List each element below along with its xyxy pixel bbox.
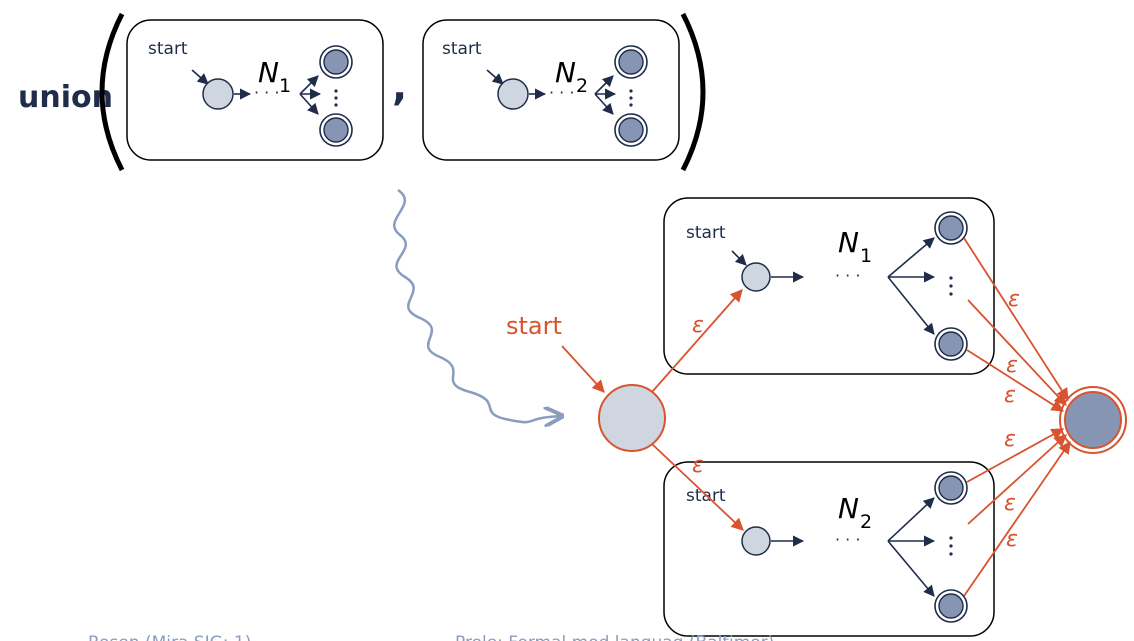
right-parenthesis <box>680 12 706 172</box>
nfa-label-base: N <box>258 56 279 89</box>
ellipsis: · · · <box>835 530 860 549</box>
final-state <box>938 215 964 241</box>
vertical-dot <box>949 536 953 540</box>
epsilon-transition <box>967 434 1067 525</box>
nfa-label-sub: 1 <box>860 245 872 267</box>
nfa-n1-result: start · · · N 1 <box>663 197 995 375</box>
epsilon-label: ε <box>1008 287 1020 312</box>
final-state <box>618 49 644 75</box>
nfa-label-base: N <box>555 56 576 89</box>
epsilon-transition <box>966 428 1065 483</box>
left-parenthesis <box>99 12 125 172</box>
epsilon-label: ε <box>1006 527 1018 552</box>
start-arrow <box>731 250 747 266</box>
start-label: start <box>442 39 482 59</box>
transition-arrow <box>887 237 935 278</box>
initial-state <box>741 526 771 556</box>
vertical-dot <box>949 552 953 556</box>
final-state <box>938 475 964 501</box>
final-state <box>323 117 349 143</box>
nfa-box <box>126 19 384 161</box>
vertical-dot <box>629 89 633 93</box>
new-initial-state <box>598 384 666 452</box>
epsilon-label: ε <box>1004 427 1016 452</box>
vertical-dot <box>949 276 953 280</box>
comma-separator: , <box>392 64 407 110</box>
epsilon-transition <box>963 237 1069 402</box>
new-final-state <box>1064 391 1122 449</box>
epsilon-transition <box>966 349 1065 412</box>
vertical-dot <box>949 544 953 548</box>
epsilon-label: ε <box>1006 353 1018 378</box>
final-state <box>323 49 349 75</box>
start-arrow <box>486 69 504 85</box>
transition-arrow <box>887 540 935 597</box>
leads-to-squiggle-arrow <box>392 188 562 422</box>
transition-arrow <box>299 93 319 115</box>
epsilon-label: ε <box>692 453 704 478</box>
transition-arrow <box>299 75 319 95</box>
epsilon-transition <box>967 299 1067 406</box>
final-state <box>938 331 964 357</box>
nfa-n2-small: start · · · N 2 <box>422 19 680 161</box>
union-label: union <box>18 80 113 115</box>
new-start-arrow <box>561 345 605 393</box>
ellipsis: · · · <box>254 83 279 102</box>
ellipsis: · · · <box>549 83 574 102</box>
vertical-dot <box>334 96 338 100</box>
footer-right: Prole: Formal mod languag (Baltimor) <box>455 633 774 641</box>
final-state <box>618 117 644 143</box>
nfa-label-sub: 1 <box>279 75 291 97</box>
epsilon-transition <box>651 289 743 393</box>
nfa-box <box>663 461 995 637</box>
new-start-label: start <box>506 312 562 340</box>
initial-state <box>497 78 529 110</box>
epsilon-transition <box>963 440 1071 597</box>
nfa-label-base: N <box>838 226 859 259</box>
footer-left: Rosen (Mira SIG: 1) <box>88 633 251 641</box>
vertical-dot <box>334 103 338 107</box>
transition-arrow <box>887 497 935 542</box>
start-arrow <box>191 69 209 85</box>
nfa-label-sub: 2 <box>860 511 872 533</box>
epsilon-label: ε <box>692 313 704 338</box>
transition-arrow <box>594 75 614 95</box>
vertical-dot <box>629 96 633 100</box>
start-label: start <box>148 39 188 59</box>
start-label: start <box>686 223 726 243</box>
ellipsis: · · · <box>835 266 860 285</box>
epsilon-label: ε <box>1004 383 1016 408</box>
vertical-dot <box>629 103 633 107</box>
epsilon-label: ε <box>1004 491 1016 516</box>
vertical-dot <box>334 89 338 93</box>
transition-arrow <box>594 93 614 115</box>
transition-arrow <box>887 276 935 335</box>
nfa-n1-small: start · · · N 1 <box>126 19 384 161</box>
epsilon-transition <box>651 443 744 531</box>
initial-state <box>741 262 771 292</box>
nfa-label-sub: 2 <box>576 75 588 97</box>
vertical-dot <box>949 292 953 296</box>
nfa-n2-result: start · · · N 2 <box>663 461 995 637</box>
initial-state <box>202 78 234 110</box>
final-state <box>938 593 964 619</box>
nfa-label-base: N <box>838 492 859 525</box>
vertical-dot <box>949 284 953 288</box>
